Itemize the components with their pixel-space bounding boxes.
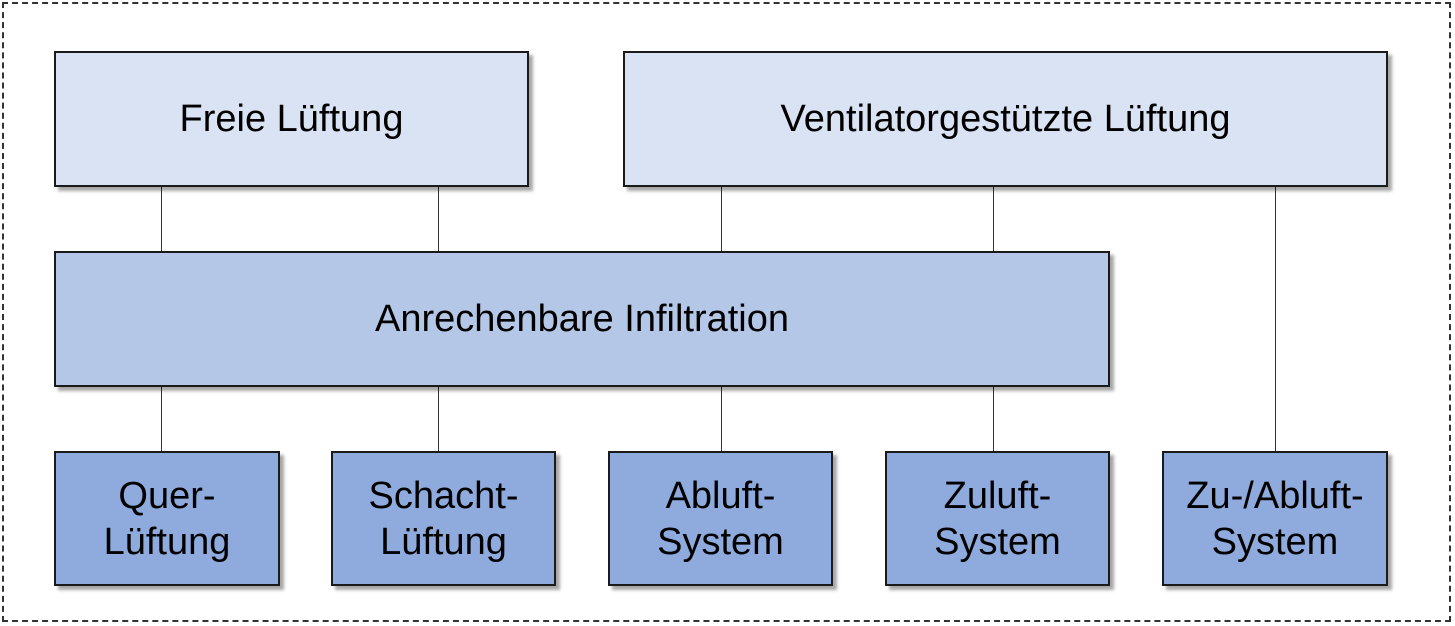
connector-line: [161, 187, 162, 251]
zuluft-system-box: Zuluft- System: [885, 451, 1110, 586]
connector-line: [721, 387, 722, 451]
abluft-system-box: Abluft- System: [608, 451, 833, 586]
ventilator-lueftung-label: Ventilatorgestützte Lüftung: [780, 98, 1231, 140]
connector-line: [721, 187, 722, 251]
connector-line: [438, 387, 439, 451]
infiltration-label: Anrechenbare Infiltration: [374, 298, 790, 340]
freie-lueftung-box: Freie Lüftung: [54, 51, 529, 187]
schacht-lueftung-box: Schacht- Lüftung: [331, 451, 556, 586]
connector-line: [161, 387, 162, 451]
schacht-lueftung-label: Schacht- Lüftung: [368, 474, 519, 563]
quer-lueftung-box: Quer- Lüftung: [54, 451, 280, 586]
zu-abluft-system-box: Zu-/Abluft- System: [1162, 451, 1388, 586]
connector-line: [1275, 187, 1276, 451]
connector-line: [993, 187, 994, 251]
connector-line: [993, 387, 994, 451]
quer-lueftung-label: Quer- Lüftung: [103, 474, 231, 563]
zu-abluft-system-label: Zu-/Abluft- System: [1186, 474, 1364, 563]
abluft-system-label: Abluft- System: [657, 474, 784, 563]
freie-lueftung-label: Freie Lüftung: [179, 98, 404, 140]
ventilator-lueftung-box: Ventilatorgestützte Lüftung: [623, 51, 1388, 187]
infiltration-box: Anrechenbare Infiltration: [54, 251, 1110, 387]
connector-line: [438, 187, 439, 251]
zuluft-system-label: Zuluft- System: [934, 474, 1061, 563]
